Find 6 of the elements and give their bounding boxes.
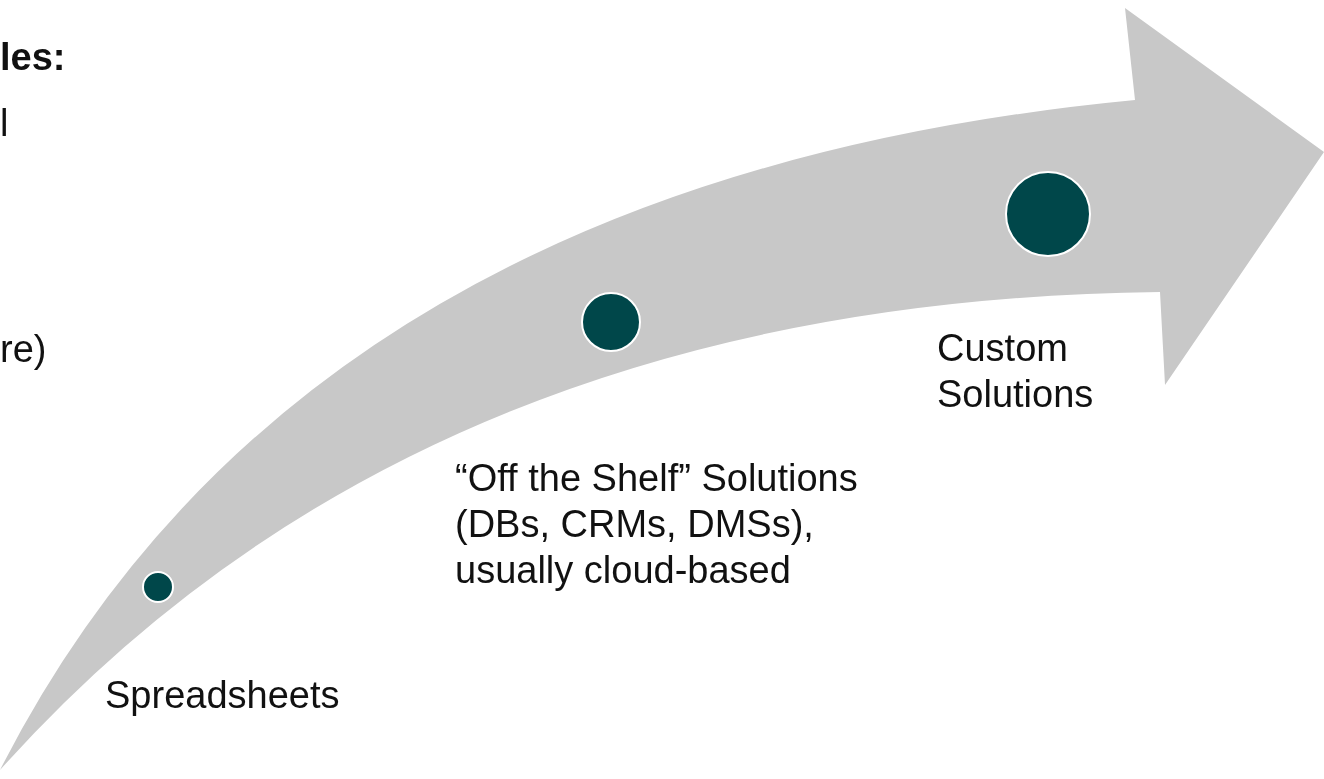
stage-label: “Off the Shelf” Solutions (DBs, CRMs, DMSs), usually cloud-based (455, 456, 859, 593)
clipped-text: les: (0, 35, 66, 80)
stage-label: Custom Solutions (937, 326, 1095, 417)
clipped-text: re) (0, 327, 47, 372)
stage-label: Spreadsheets (105, 673, 341, 718)
clipped-text: l (0, 101, 9, 146)
